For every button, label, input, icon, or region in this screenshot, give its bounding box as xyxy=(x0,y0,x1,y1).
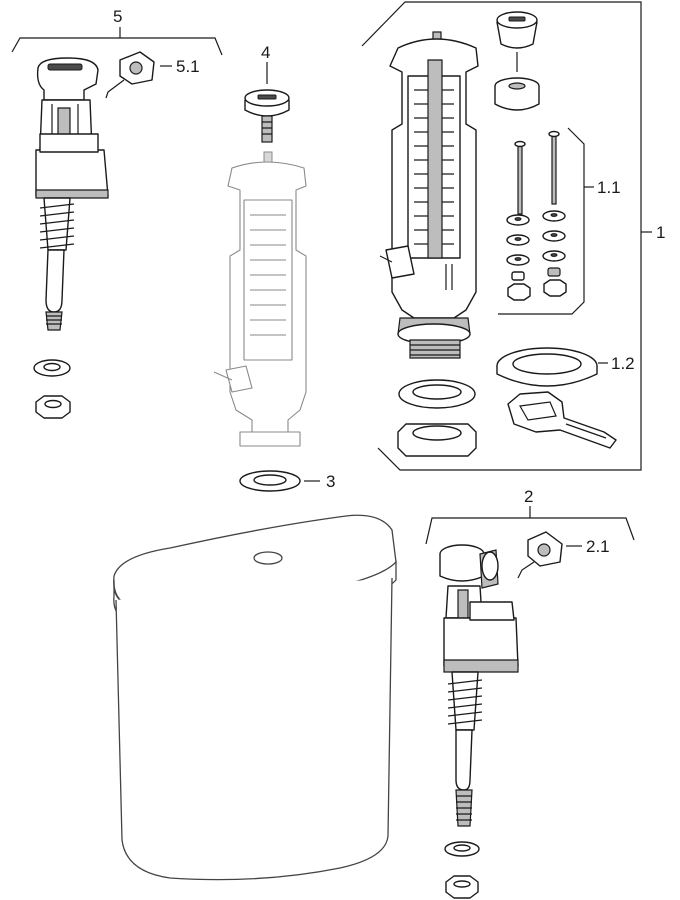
button-hole xyxy=(253,551,283,565)
float-top xyxy=(39,133,99,153)
fill-valve-leg xyxy=(45,249,65,313)
push-button-4 xyxy=(244,62,290,143)
fill-valve-2-float xyxy=(443,617,519,667)
callout-5-1: 5.1 xyxy=(176,57,200,76)
float-arm-2-1 xyxy=(517,531,582,579)
cistern-body xyxy=(115,577,393,881)
gasket-1-2 xyxy=(496,347,608,387)
spare-button xyxy=(496,11,538,72)
cistern-tank xyxy=(113,514,397,881)
frame-1 xyxy=(361,1,642,471)
fill-valve-group-2 xyxy=(425,506,635,899)
fill-valve-group-5 xyxy=(11,27,223,419)
flush-valve-kit-1 xyxy=(361,1,652,471)
fill-valve-spring xyxy=(39,203,75,249)
spare-cap xyxy=(494,77,540,111)
fill-valve-float xyxy=(35,149,109,197)
callout-1-2: 1.2 xyxy=(611,354,635,373)
screw-kit-1-1 xyxy=(498,127,594,315)
gasket-3 xyxy=(239,470,320,492)
button-shaft xyxy=(261,115,273,143)
bracket-1-1 xyxy=(498,127,585,315)
bracket-2 xyxy=(425,517,635,545)
callout-1-1: 1.1 xyxy=(597,178,621,197)
callout-1: 1 xyxy=(656,223,665,242)
lock-nut xyxy=(397,423,477,457)
flush-valve-outline xyxy=(213,151,307,447)
flush-valve-body xyxy=(379,31,479,359)
key-tool xyxy=(507,391,617,449)
callout-2-1: 2.1 xyxy=(586,537,610,556)
callout-4: 4 xyxy=(261,43,270,62)
callout-5: 5 xyxy=(113,7,122,26)
float-arm-5-1 xyxy=(105,51,172,99)
seal-ring xyxy=(398,379,476,409)
fill-valve-thread xyxy=(45,311,63,331)
bracket-5 xyxy=(11,37,223,56)
callout-3: 3 xyxy=(326,472,335,491)
head-slot xyxy=(47,63,83,71)
callout-2: 2 xyxy=(524,487,533,506)
